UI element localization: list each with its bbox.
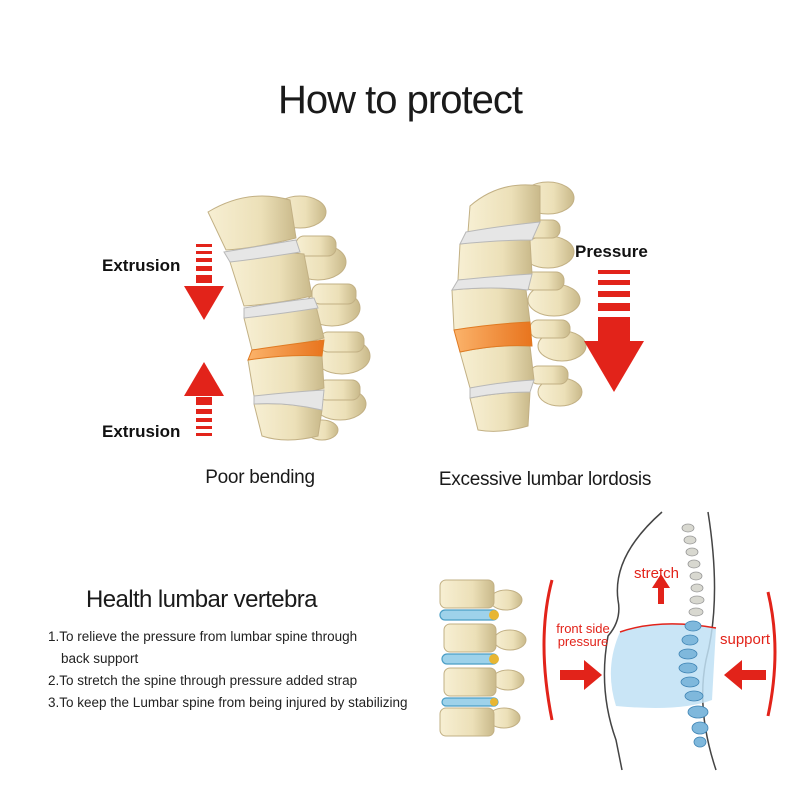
list-item: 2.To stretch the spine through pressure …: [48, 673, 358, 688]
body-diagram: [542, 511, 777, 771]
right-spine-illustration: [451, 181, 587, 432]
extrusion-down-arrow: [184, 244, 224, 320]
pressure-label: Pressure: [575, 242, 648, 261]
healthy-spine-illustration: [439, 579, 527, 737]
front-pressure-line2: pressure: [557, 634, 609, 649]
stretch-label: stretch: [634, 565, 680, 582]
stretch-up-arrow: [652, 574, 670, 604]
lordosis-caption: Excessive lumbar lordosis: [438, 469, 652, 490]
support-arrow: [724, 660, 766, 690]
extrusion-up-arrow: [184, 362, 224, 436]
front-pressure-arrow: [560, 660, 602, 690]
front-pressure-label: front side pressure: [550, 622, 616, 648]
pressure-down-arrow: [584, 270, 644, 392]
list-item: 3.To keep the Lumbar spine from being in…: [48, 695, 408, 710]
left-spine-illustration: [207, 195, 371, 441]
list-item: 1.To relieve the pressure from lumbar sp…: [48, 629, 358, 644]
health-heading: Health lumbar vertebra: [86, 586, 318, 613]
support-label: support: [720, 631, 771, 648]
extrusion-bottom-label: Extrusion: [102, 422, 181, 441]
benefit-list: 1.To relieve the pressure from lumbar sp…: [48, 626, 407, 714]
front-pressure-line1: front side: [556, 621, 610, 636]
extrusion-top-label: Extrusion: [102, 256, 181, 275]
poor-bending-caption: Poor bending: [205, 467, 315, 488]
list-item: back support: [61, 651, 139, 666]
page-title: How to protect: [278, 78, 523, 122]
